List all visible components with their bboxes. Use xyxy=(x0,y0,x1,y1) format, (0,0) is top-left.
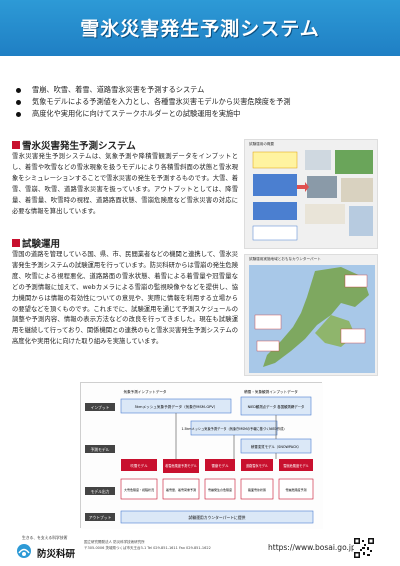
section-paragraph: 雪国の道路を管理している国、県、市、民間業者などの機関と連携して、雪氷災害発生予… xyxy=(12,251,238,346)
bullet-item: 気象モデルによる予測値を入力とし、各種雪氷災害モデルから災害危険度を予測 xyxy=(16,96,388,108)
model-blizzard: 吹雪モデル xyxy=(131,463,149,468)
section-heading: 雪氷災害発生予測システム xyxy=(12,138,136,152)
overview-figure: 試験運用の概要 xyxy=(244,139,378,249)
website-link[interactable]: https://www.bosai.go.jp xyxy=(268,543,356,552)
bullet-item: 高度化や実用化に向けてステークホルダーとの試験運用を実施中 xyxy=(16,108,388,120)
section-marker-icon xyxy=(12,141,20,149)
model-avalanche: 雪崩モデル xyxy=(212,463,230,468)
figure-caption: 試験運用実施地域とおもなカウンターパート xyxy=(249,257,321,261)
footer-address: 国立研究開発法人 防災科学技術研究所 〒305-0006 茨城県つくば市天王台3… xyxy=(84,540,211,550)
section-heading: 試験運用 xyxy=(12,236,60,250)
row-label-phenomena: モデル出力 xyxy=(91,489,110,494)
japan-map xyxy=(249,265,375,373)
bullet-dot-icon xyxy=(16,87,21,93)
page-title: 雪氷災害発生予測システム xyxy=(80,18,320,40)
input-box-observation: NIED観測点データ 各国観測網データ xyxy=(248,404,305,409)
top-left-heading: 気象予測インプットデータ xyxy=(123,389,166,394)
snowpack-box: 積雪変質モデル（SNOWPACK） xyxy=(251,444,301,449)
row-label-input: インプット xyxy=(91,405,110,410)
figure-caption: 試験運用の概要 xyxy=(249,142,275,146)
output-blizzard: 大雪危険度・視程状況 xyxy=(124,487,154,492)
output-avalanche: 雪崩発生の危険度 xyxy=(208,487,232,492)
model-accretion: 着雪危険度予測モデル xyxy=(165,463,198,468)
model-road: 道路雪氷モデル xyxy=(246,463,269,468)
model-avalanche-risk: 雪崩危険度モデル xyxy=(283,463,309,468)
input-box-mesh5km: 5kmメッシュ気象予測データ（気象庁MSM-GPV） xyxy=(135,404,218,409)
flow-chart: インプット 予測モデル モデル出力 アウトプット 気象予測インプットデータ 積雪… xyxy=(81,383,323,529)
output-avalanche-risk: 雪崩危険度予測 xyxy=(285,487,306,492)
org-name: 防災科研 xyxy=(37,549,76,560)
mesh-box: 1.5kmメッシュ気象予測データ（気象庁MSMの予報に基づくNIED作成） xyxy=(181,426,286,431)
qr-code-icon xyxy=(354,538,374,558)
title-banner xyxy=(0,0,400,56)
output-road: 路面雪氷状態 xyxy=(248,487,266,492)
region-map-figure: 試験運用実施地域とおもなカウンターパート xyxy=(244,254,378,376)
output-bar: 試験運用カウンターパートに提供 xyxy=(189,515,246,520)
row-label-forecast: 予測モデル xyxy=(91,447,110,452)
bullet-dot-icon xyxy=(16,99,21,105)
output-accretion: 着雪量、着雪荷重予測 xyxy=(166,487,196,492)
row-label-output: アウトプット xyxy=(89,515,112,520)
nied-logo-icon xyxy=(17,544,31,558)
section-paragraph: 雪氷災害発生予測システムは、気象予測や降積雪観測データをインプットとし、着雪や吹… xyxy=(12,153,238,215)
summary-bullets: 雪崩、吹雪、着雪、道路雪氷災害を予測するシステム 気象モデルによる予測値を入力と… xyxy=(16,84,388,120)
overview-illustration xyxy=(252,150,373,241)
section-marker-icon xyxy=(12,239,20,247)
bullet-dot-icon xyxy=(16,111,21,117)
bullet-item: 雪崩、吹雪、着雪、道路雪氷災害を予測するシステム xyxy=(16,84,388,96)
footer-tagline: 生きる、を支える科学技術 xyxy=(22,535,68,540)
top-right-heading: 積雪・気象観測インプットデータ xyxy=(244,389,298,394)
system-flow-diagram: インプット 予測モデル モデル出力 アウトプット 気象予測インプットデータ 積雪… xyxy=(80,382,323,529)
